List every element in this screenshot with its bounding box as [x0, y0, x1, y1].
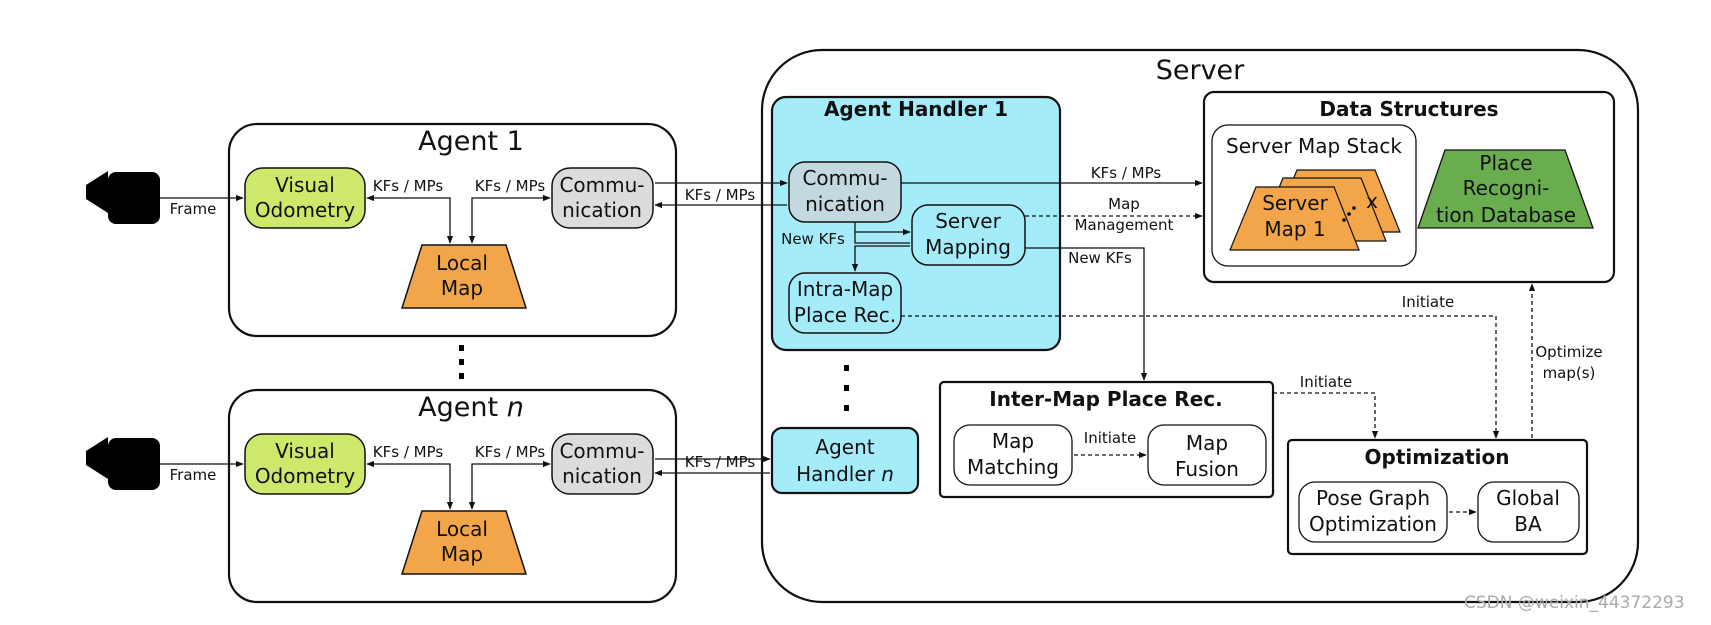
- handler-communication-node: [788, 161, 902, 223]
- map-matching-line2: Matching: [967, 455, 1059, 479]
- server-mapping-line1: Server: [935, 209, 1001, 233]
- server-map-line2: Map 1: [1264, 217, 1325, 241]
- inter-map-place-rec-title: Inter-Map Place Rec.: [989, 387, 1222, 411]
- handlers-ellipsis: [844, 365, 849, 411]
- server-map-line1: Server: [1262, 191, 1328, 215]
- agent-n-server-label: KFs / MPs: [685, 453, 756, 471]
- inter-map-initiate-label: Initiate: [1300, 373, 1352, 391]
- intra-initiate-arrow: [901, 315, 1500, 439]
- comm-map-arrow: [468, 460, 551, 510]
- local-map-line2: Map: [441, 276, 483, 300]
- pose-graph-optimization-line1: Pose Graph: [1316, 486, 1430, 510]
- agent-handler-n-line2: Handler n: [796, 462, 894, 486]
- map-management-line2: Management: [1075, 216, 1174, 234]
- server-box: [760, 48, 1640, 604]
- local-map-node: [400, 510, 528, 575]
- vo-map-arrow: [366, 194, 454, 244]
- vo-to-map-label: KFs / MPs: [373, 177, 444, 195]
- server-map-stack-title: Server Map Stack: [1226, 134, 1402, 158]
- camera-icon: [86, 171, 160, 224]
- agents-ellipsis: [459, 345, 464, 379]
- watermark: CSDN @weixin_44372293: [1464, 593, 1685, 613]
- global-ba-line1: Global: [1496, 486, 1560, 510]
- map-fusion-node: [1147, 424, 1267, 486]
- agent-n-group: Agent n Frame Visual Odometry Local Map …: [86, 388, 678, 604]
- comm-to-data-structures-label: KFs / MPs: [1091, 164, 1162, 182]
- visual-odometry-node: [244, 167, 366, 229]
- agent-1-title: Agent 1: [418, 126, 524, 157]
- new-kfs-branch: [854, 232, 910, 244]
- intra-initiate-label: Initiate: [1402, 293, 1454, 311]
- camera-icon: [86, 437, 160, 490]
- handler-communication-line2: nication: [805, 192, 885, 216]
- communication-node: [551, 167, 654, 229]
- place-recognition-db-node: [1417, 149, 1594, 229]
- local-map-line1: Local: [436, 517, 488, 541]
- mapping-new-kfs-label: New KFs: [1068, 249, 1132, 267]
- intra-map-place-rec-line2: Place Rec.: [794, 303, 896, 327]
- server-mapping-node: [911, 204, 1026, 266]
- communication-line1: Commu-: [559, 173, 644, 197]
- agent-1-group: Agent 1 Frame Visual Odometry Local Map …: [86, 122, 678, 338]
- agent-n-title: Agent n: [418, 392, 524, 423]
- intra-map-place-rec-line1: Intra-Map: [797, 277, 893, 301]
- pose-graph-optimization-line2: Optimization: [1309, 512, 1437, 536]
- intra-map-place-rec-node: [788, 272, 902, 334]
- global-ba-node: [1477, 481, 1580, 543]
- visual-odometry-line1: Visual: [275, 439, 335, 463]
- optimize-maps-line2: map(s): [1543, 364, 1596, 382]
- visual-odometry-node: [244, 433, 366, 495]
- new-kfs-label: New KFs: [781, 230, 845, 248]
- agent-handler-1-title: Agent Handler 1: [824, 97, 1008, 121]
- agent-1-server-label: KFs / MPs: [685, 186, 756, 204]
- place-recognition-db-line1: Place: [1479, 151, 1532, 175]
- visual-odometry-line2: Odometry: [255, 464, 356, 488]
- server-map-x-label: x: [1366, 189, 1378, 213]
- mapping-to-inter-map-arrow: [1025, 247, 1148, 381]
- comm-to-map-label: KFs / MPs: [475, 177, 546, 195]
- optimization-title: Optimization: [1365, 445, 1510, 469]
- map-fusion-line2: Fusion: [1175, 457, 1239, 481]
- pose-graph-optimization-node: [1298, 481, 1448, 543]
- handler-communication-line1: Commu-: [802, 166, 887, 190]
- visual-odometry-line2: Odometry: [255, 198, 356, 222]
- global-ba-line2: BA: [1514, 512, 1542, 536]
- map-matching-node: [953, 424, 1073, 486]
- map-stack-ellipsis: [1342, 206, 1356, 222]
- map-fusion-line1: Map: [1186, 431, 1228, 455]
- communication-line2: nication: [562, 464, 642, 488]
- place-recognition-db-line3: tion Database: [1436, 203, 1576, 227]
- agent-handler-n-line1: Agent: [815, 435, 874, 459]
- comm-map-arrow: [468, 194, 551, 244]
- communication-line1: Commu-: [559, 439, 644, 463]
- place-recognition-db-line2: Recogni-: [1463, 176, 1550, 200]
- server-map-layer-front: [1229, 186, 1360, 251]
- communication-node: [551, 433, 654, 495]
- local-map-node: [400, 244, 528, 309]
- vo-to-map-label: KFs / MPs: [373, 443, 444, 461]
- frame-label: Frame: [170, 200, 217, 218]
- data-structures-title: Data Structures: [1319, 97, 1498, 121]
- inter-map-initiate-arrow: [1273, 392, 1379, 439]
- server-title: Server: [1156, 55, 1245, 86]
- frame-label: Frame: [170, 466, 217, 484]
- mapping-to-intra-arrow: [851, 245, 910, 272]
- local-map-line1: Local: [436, 251, 488, 275]
- local-map-line2: Map: [441, 542, 483, 566]
- agent-handler-n-box: [770, 426, 920, 495]
- map-matching-line1: Map: [992, 429, 1034, 453]
- matching-initiate-label: Initiate: [1084, 429, 1136, 447]
- optimize-maps-line1: Optimize: [1535, 343, 1602, 361]
- server-group: Server Agent Handler 1 Commu- nication S…: [760, 48, 1640, 604]
- visual-odometry-line1: Visual: [275, 173, 335, 197]
- communication-line2: nication: [562, 198, 642, 222]
- map-management-line1: Map: [1108, 195, 1140, 213]
- server-mapping-line2: Mapping: [925, 235, 1011, 259]
- comm-to-map-label: KFs / MPs: [475, 443, 546, 461]
- vo-map-arrow: [366, 460, 454, 510]
